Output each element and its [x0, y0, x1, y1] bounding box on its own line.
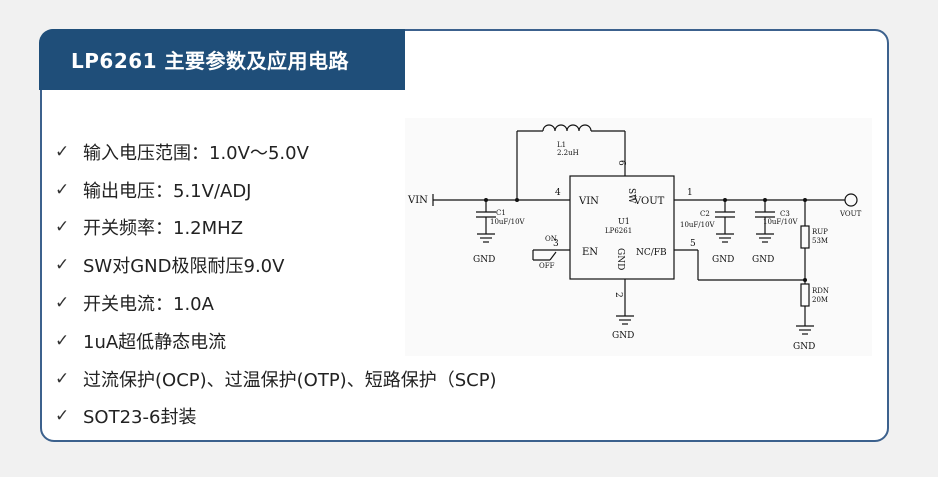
list-item: ✓ 输入电压范围：1.0V～5.0V: [55, 133, 497, 171]
l1-ref: L1: [557, 141, 566, 149]
feature-text: SW对GND极限耐压9.0V: [83, 256, 285, 278]
pin4-label: 4: [555, 188, 561, 198]
gnd-label-c2: GND: [712, 255, 734, 265]
feature-text: 输入电压范围：1.0V～5.0V: [83, 142, 309, 164]
u1-ref: U1: [618, 217, 630, 226]
gnd-label-ic: GND: [612, 331, 634, 341]
feature-text: 1uA超低静态电流: [83, 331, 227, 353]
feature-list: ✓ 输入电压范围：1.0V～5.0V ✓ 输出电压：5.1V/ADJ ✓ 开关频率：1…: [55, 133, 497, 435]
u1-part: LP6261: [605, 227, 632, 235]
list-item: ✓ 过流保护(OCP)、过温保护(OTP)、短路保护（SCP): [55, 360, 497, 398]
pin-gnd-label: GND: [615, 248, 625, 270]
list-item: ✓ 开关频率：1.2MHZ: [55, 209, 497, 247]
check-icon: ✓: [55, 368, 70, 389]
pin-vin-label: VIN: [578, 196, 599, 207]
off-label: OFF: [539, 262, 555, 270]
l1-value: 2.2uH: [557, 149, 579, 157]
pin1-label: 1: [687, 188, 693, 198]
rup-value: 53M: [812, 237, 828, 245]
rup-ref: RUP: [812, 228, 828, 236]
check-icon: ✓: [55, 141, 70, 162]
application-circuit-diagram: VIN L1 2.2uH C1 10uF/10V GND 4 VIN VOUT …: [405, 118, 872, 356]
check-icon: ✓: [55, 330, 70, 351]
list-item: ✓ SW对GND极限耐压9.0V: [55, 246, 497, 284]
feature-text: SOT23-6封装: [83, 407, 197, 429]
c1-value: 10uF/10V: [490, 218, 526, 226]
check-icon: ✓: [55, 179, 70, 200]
page-title: LP6261 主要参数及应用电路: [39, 29, 405, 90]
on-label: ON: [545, 235, 557, 243]
check-icon: ✓: [55, 217, 70, 238]
list-item: ✓ 输出电压：5.1V/ADJ: [55, 171, 497, 209]
pin3-label: 3: [553, 239, 559, 249]
c2-value: 10uF/10V: [680, 221, 716, 229]
check-icon: ✓: [55, 293, 70, 314]
c3-ref: C3: [780, 210, 790, 218]
gnd-label-c1: GND: [473, 255, 495, 265]
list-item: ✓ 开关电流：1.0A: [55, 284, 497, 322]
list-item: ✓ SOT23-6封装: [55, 398, 497, 436]
feature-text: 开关频率：1.2MHZ: [83, 218, 244, 240]
vout-label: VOUT: [839, 210, 862, 218]
rdn-ref: RDN: [812, 287, 829, 295]
gnd-label-rdn: GND: [793, 342, 815, 352]
gnd-label-c3: GND: [752, 255, 774, 265]
feature-text: 开关电流：1.0A: [83, 294, 214, 316]
check-icon: ✓: [55, 255, 70, 276]
list-item: ✓ 1uA超低静态电流: [55, 322, 497, 360]
c2-ref: C2: [700, 210, 710, 218]
rdn-value: 20M: [812, 296, 828, 304]
feature-text: 过流保护(OCP)、过温保护(OTP)、短路保护（SCP): [83, 369, 497, 391]
c3-value: 10uF/10V: [763, 218, 799, 226]
vin-label: VIN: [407, 195, 428, 206]
pin-ncfb-label: NC/FB: [636, 248, 667, 258]
c1-ref: C1: [496, 209, 506, 217]
pin-vout-label: VOUT: [633, 196, 665, 207]
check-icon: ✓: [55, 406, 70, 427]
pin-sw-label: SW: [626, 188, 636, 204]
pin2-label: 2: [613, 292, 623, 298]
pin6-label: 6: [616, 160, 626, 166]
feature-text: 输出电压：5.1V/ADJ: [83, 180, 252, 202]
pin-en-label: EN: [582, 247, 598, 258]
pin5-label: 5: [690, 239, 696, 249]
